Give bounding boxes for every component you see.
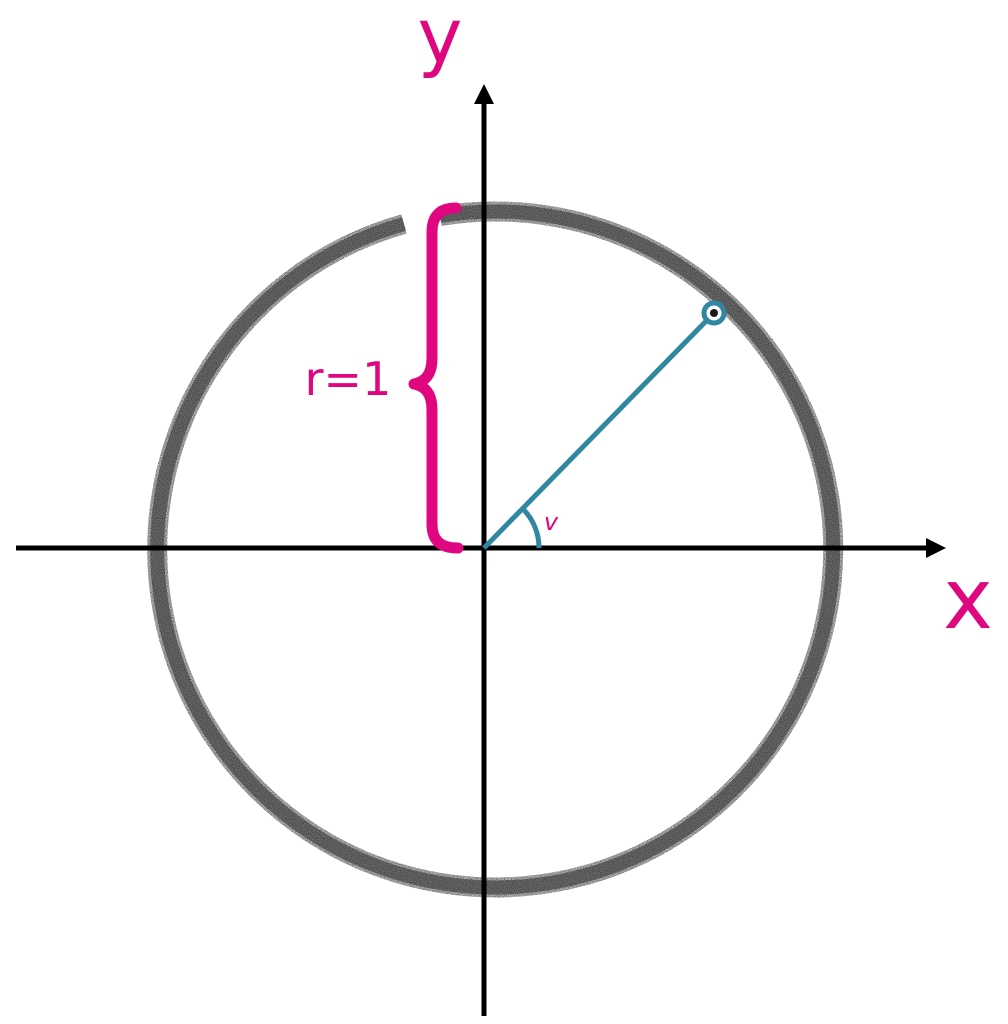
radius-label: r=1 (305, 352, 392, 406)
point-on-circle-center (710, 309, 718, 317)
y-axis-label: y (418, 0, 463, 80)
x-axis-arrow-icon (926, 538, 946, 558)
angle-label: v (544, 508, 559, 536)
x-axis-label: x (943, 550, 993, 648)
y-axis-arrow-icon (474, 84, 494, 104)
radius-brace (408, 202, 464, 554)
unit-circle (147, 201, 844, 898)
angle-arc (521, 507, 542, 549)
radius-line (482, 311, 716, 550)
